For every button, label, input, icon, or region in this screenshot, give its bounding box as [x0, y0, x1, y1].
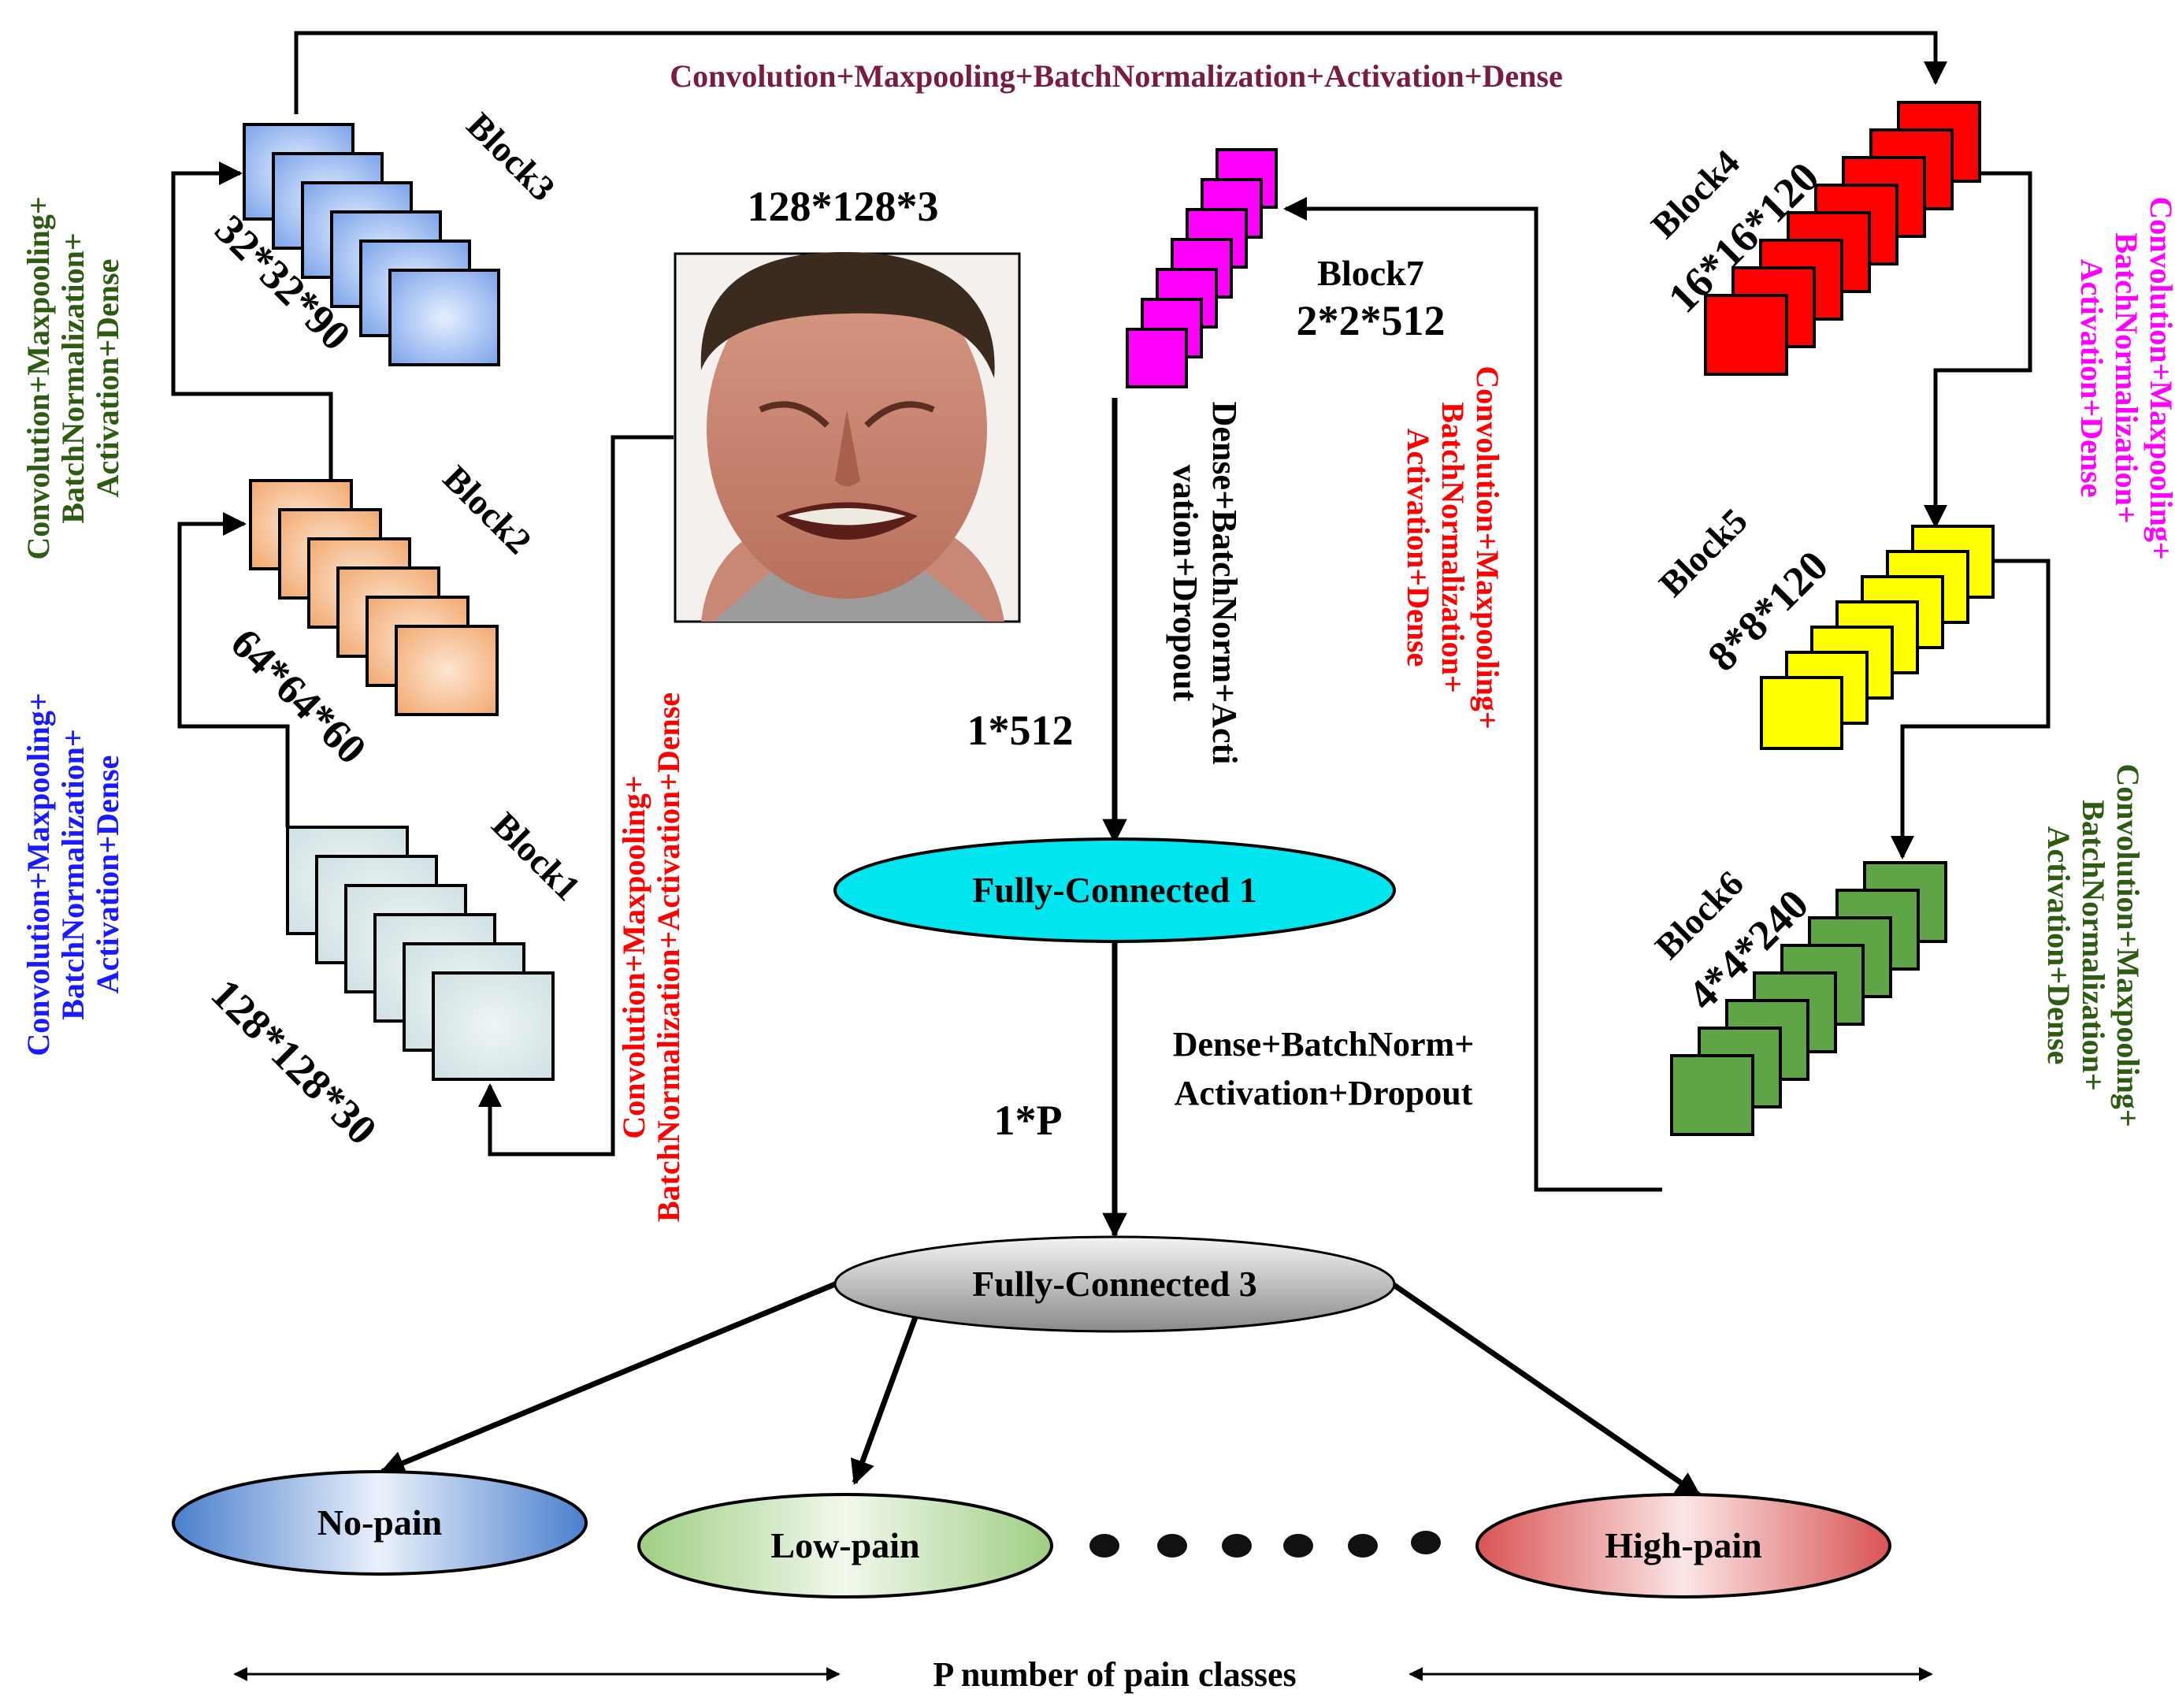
ellipsis-dots — [1089, 1531, 1441, 1558]
fc3-label: Fully-Connected 3 — [972, 1264, 1257, 1304]
block3-feature-stack — [243, 123, 500, 366]
face-photo-icon — [674, 251, 1021, 623]
block1-feature-map — [432, 971, 555, 1081]
mid-red-op-label: Convolution+Maxpooling+ BatchNormalizati… — [1401, 366, 1505, 729]
block7-feature-map — [1126, 328, 1188, 388]
center-red-op-label: Convolution+Maxpooling+ BatchNormalizati… — [616, 692, 686, 1222]
right-magenta-op-label: Convolution+Maxpooling+ BatchNormalizati… — [2074, 196, 2175, 559]
block2-feature-stack — [249, 479, 499, 716]
svg-text:Dense+BatchNorm+: Dense+BatchNorm+ — [1173, 1025, 1475, 1064]
class-high-pain-label: High-pain — [1605, 1525, 1761, 1565]
class-high-pain: High-pain — [1475, 1493, 1891, 1598]
dense1-op-label: Dense+BatchNorm+Acti vation+Dropout — [1166, 402, 1244, 765]
block1-label: Block1 — [484, 804, 588, 908]
fc1-node: Fully-Connected 1 — [833, 837, 1396, 943]
block5-label: Block5 — [1651, 500, 1755, 604]
svg-text:Convolution+Maxpooling+: Convolution+Maxpooling+ — [2143, 196, 2175, 559]
left-blue-op-label: Convolution+Maxpooling+ BatchNormalizati… — [20, 692, 125, 1056]
fc3-node: Fully-Connected 3 — [833, 1235, 1396, 1333]
fc1-dims: 1*512 — [967, 707, 1074, 754]
class-low-pain-label: Low-pain — [770, 1525, 919, 1565]
svg-text:Convolution+Maxpooling+: Convolution+Maxpooling+ — [20, 692, 56, 1056]
top-op-label: Convolution+Maxpooling+BatchNormalizatio… — [670, 58, 1562, 94]
fc3-dims: 1*P — [994, 1097, 1063, 1144]
svg-text:Convolution+Maxpooling+: Convolution+Maxpooling+ — [2110, 763, 2146, 1127]
svg-text:Activation+Dense: Activation+Dense — [2041, 826, 2077, 1065]
svg-text:Convolution+Maxpooling+: Convolution+Maxpooling+ — [616, 775, 651, 1138]
svg-text:Activation+Dense: Activation+Dense — [2074, 259, 2110, 498]
block6-feature-stack — [1670, 861, 1947, 1136]
svg-text:Activation+Dense: Activation+Dense — [1401, 429, 1436, 667]
right-green-op-label: Convolution+Maxpooling+ BatchNormalizati… — [2041, 763, 2146, 1127]
class-low-pain: Low-pain — [637, 1493, 1053, 1598]
svg-text:Convolution+Maxpooling+: Convolution+Maxpooling+ — [1470, 366, 1505, 729]
block2-label: Block2 — [436, 458, 540, 562]
block6-feature-map — [1670, 1054, 1754, 1136]
footer-label: P number of pain classes — [933, 1655, 1296, 1694]
block7-dims: 2*2*512 — [1297, 297, 1446, 344]
block7-feature-stack — [1126, 148, 1278, 388]
svg-text:BatchNormalization+: BatchNormalization+ — [55, 232, 91, 523]
block4-feature-stack — [1704, 101, 1981, 376]
connectors — [171, 31, 2051, 1681]
left-green-op-label: Convolution+Maxpooling+ BatchNormalizati… — [20, 196, 125, 559]
block2-feature-map — [395, 625, 499, 716]
dense2-op-label: Dense+BatchNorm+ Activation+Dropout — [1173, 1025, 1475, 1112]
class-no-pain: No-pain — [172, 1470, 588, 1576]
block5-feature-stack — [1760, 525, 1995, 750]
svg-text:BatchNormalization+: BatchNormalization+ — [2109, 232, 2144, 523]
block1-dims: 128*128*30 — [202, 970, 386, 1153]
svg-text:BatchNormalization+: BatchNormalization+ — [1435, 402, 1471, 692]
block7-label: Block7 — [1317, 253, 1423, 293]
svg-text:vation+Dropout: vation+Dropout — [1166, 465, 1204, 702]
block3-feature-map — [388, 269, 500, 366]
svg-text:Convolution+Maxpooling+: Convolution+Maxpooling+ — [20, 196, 56, 559]
svg-text:BatchNormalization+: BatchNormalization+ — [2076, 800, 2111, 1090]
block3-label: Block3 — [459, 105, 563, 209]
class-no-pain-label: No-pain — [317, 1502, 442, 1543]
svg-text:BatchNormalization+: BatchNormalization+ — [55, 729, 91, 1019]
block5-feature-map — [1760, 676, 1843, 750]
fc1-label: Fully-Connected 1 — [972, 870, 1257, 910]
block4-feature-map — [1704, 294, 1788, 376]
block1-feature-stack — [286, 826, 555, 1081]
svg-text:BatchNormalization+Activation+: BatchNormalization+Activation+Dense — [651, 692, 686, 1222]
svg-text:Dense+BatchNorm+Acti: Dense+BatchNorm+Acti — [1205, 402, 1244, 765]
svg-text:Activation+Dense: Activation+Dense — [90, 756, 125, 994]
svg-text:Activation+Dense: Activation+Dense — [90, 259, 125, 498]
svg-text:Activation+Dropout: Activation+Dropout — [1175, 1074, 1473, 1112]
input-dims: 128*128*3 — [748, 183, 939, 230]
